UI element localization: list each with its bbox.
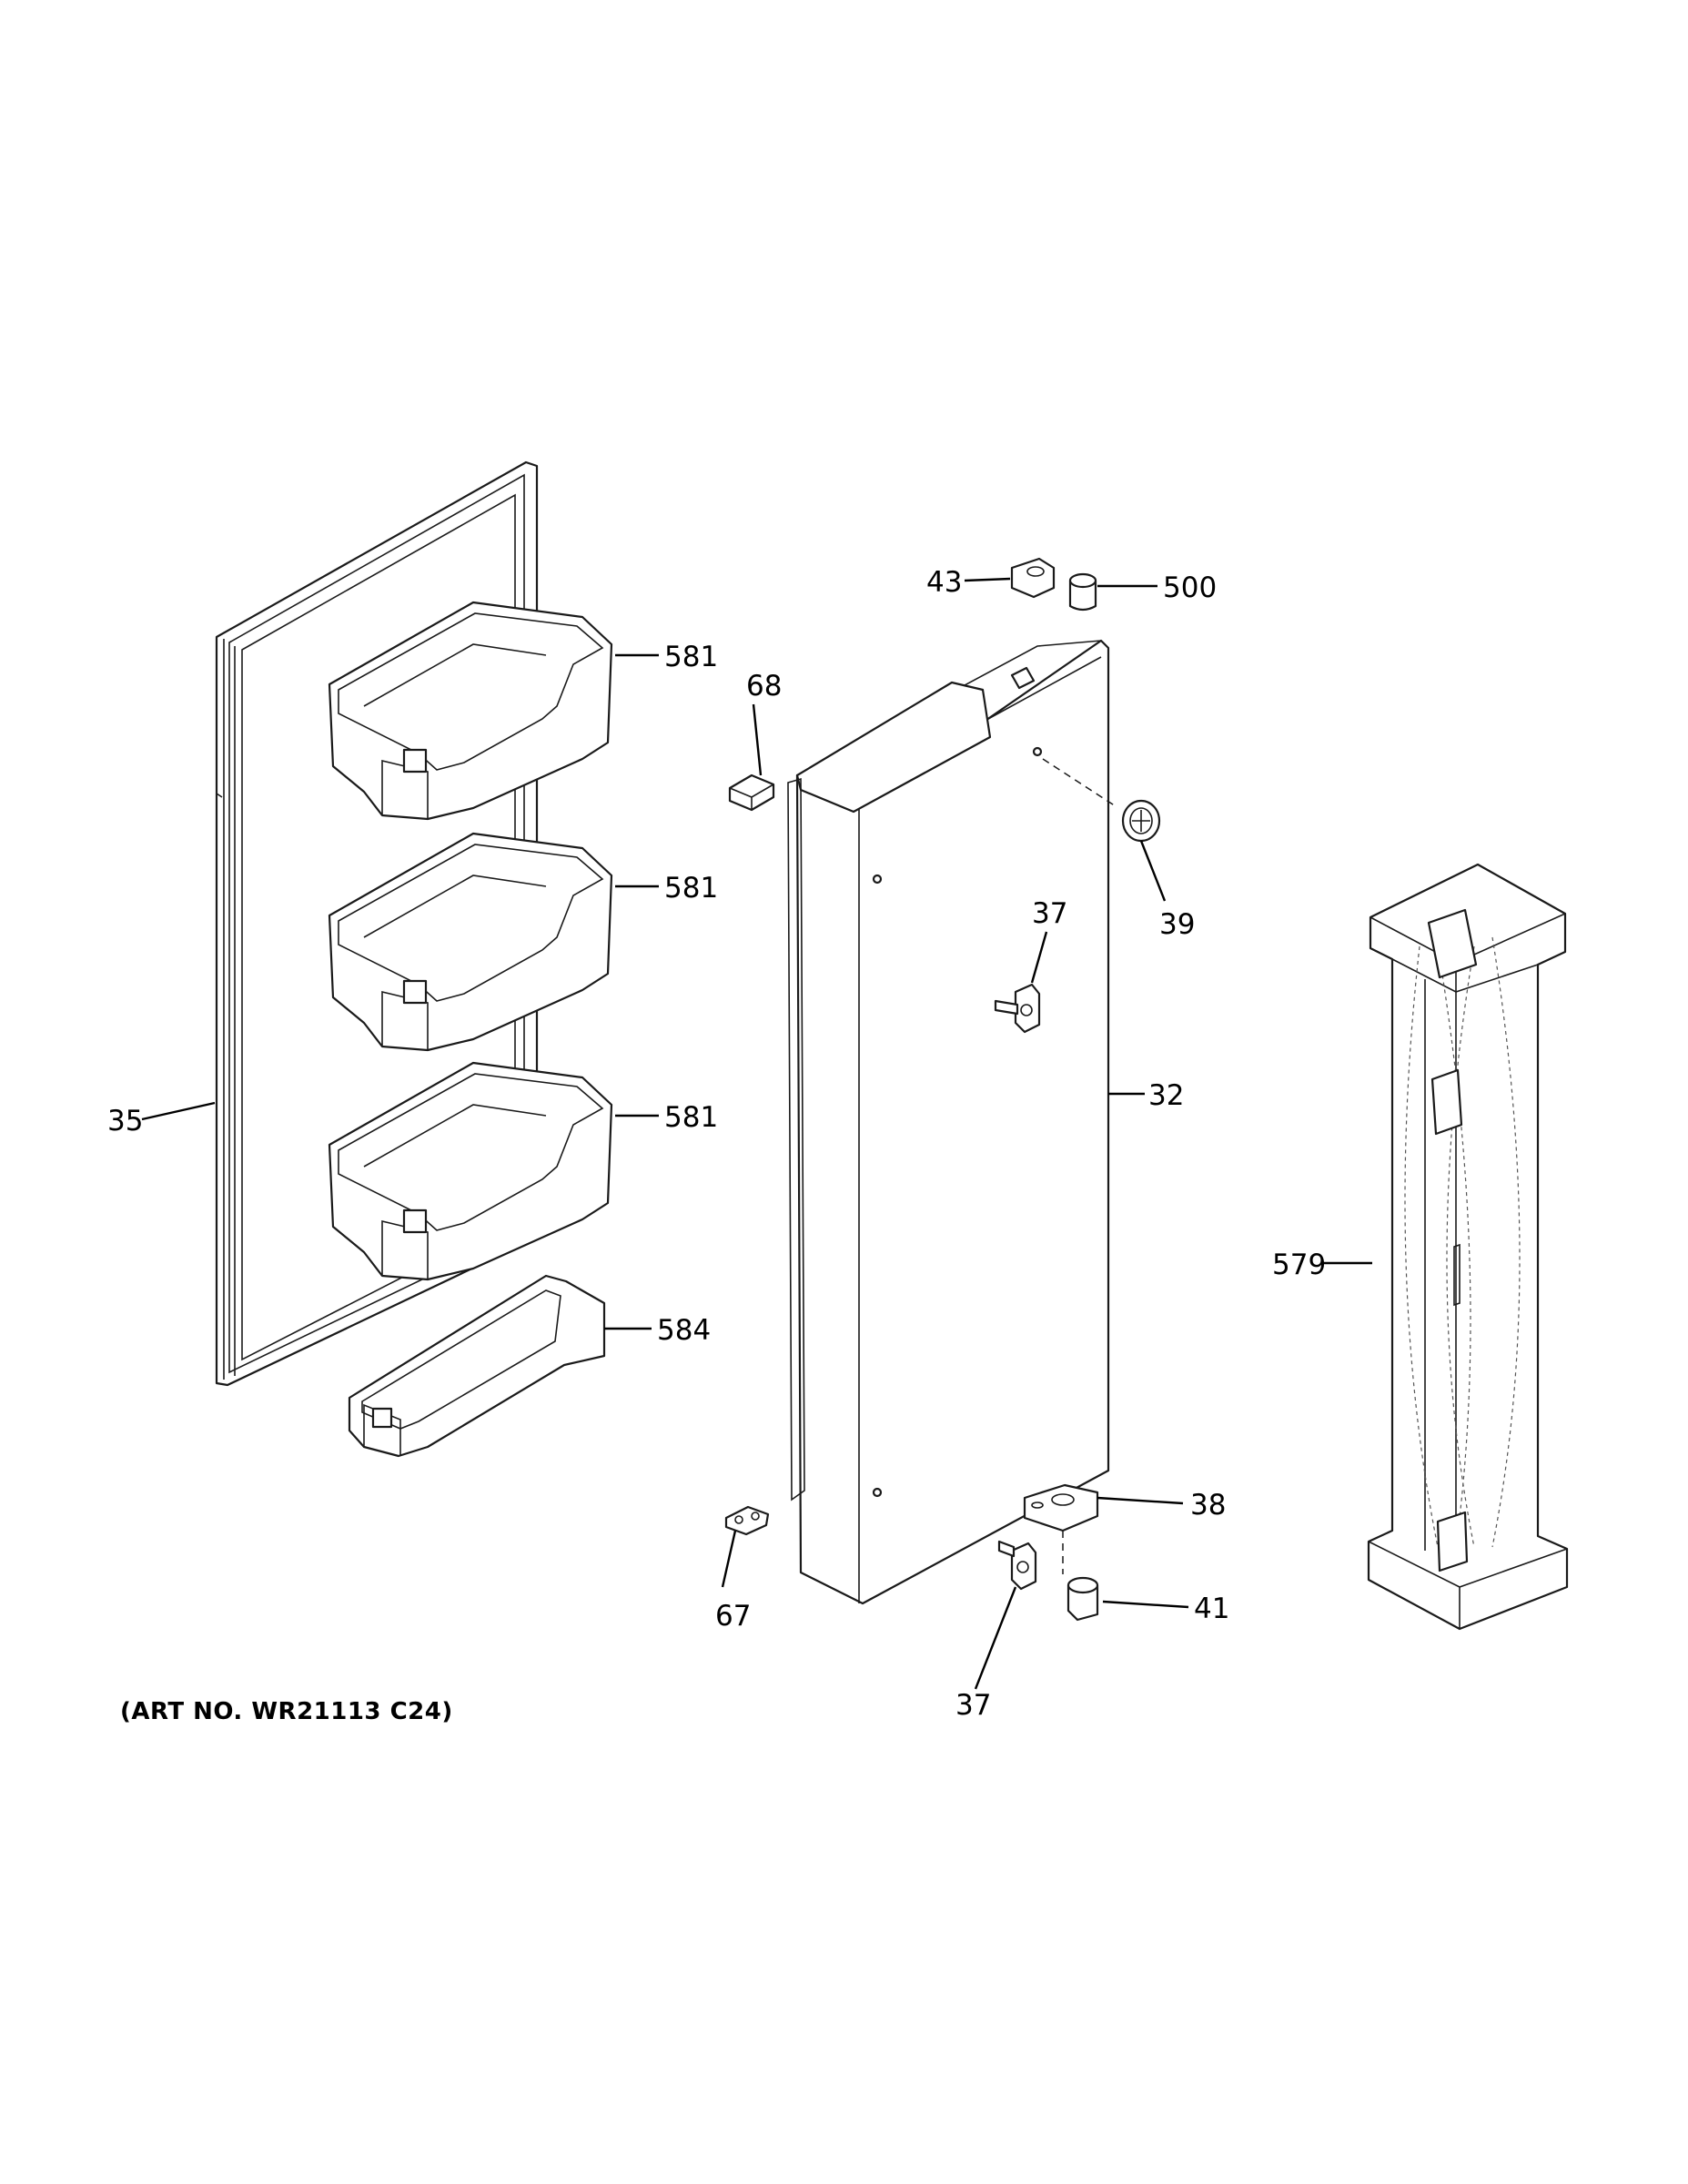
callout-door-channel: 579 (1272, 1249, 1326, 1281)
hinge-bottom (1023, 1483, 1099, 1574)
door-bin-lower (328, 1061, 613, 1281)
hinge-cam-top (1010, 557, 1056, 599)
leader-lines (141, 577, 1372, 1690)
hinge-screw-upper (994, 983, 1041, 1034)
fresh-food-door (787, 639, 1117, 1605)
plug-button (1121, 799, 1161, 843)
door-bin-small (348, 1274, 606, 1458)
callout-door-bin-middle: 581 (664, 872, 718, 905)
callout-bushing-bottom: 41 (1194, 1592, 1229, 1625)
door-stop-upper (728, 774, 775, 812)
callout-plug-button: 39 (1159, 908, 1195, 941)
door-bin-middle (328, 832, 613, 1052)
callout-fresh-food-door: 32 (1148, 1079, 1184, 1112)
callout-door-bin-upper: 581 (664, 641, 718, 673)
bushing-top (1068, 572, 1097, 612)
door-bin-upper (328, 601, 613, 821)
hinge-screw-lower (997, 1540, 1037, 1591)
callout-door-stop-lower: 67 (715, 1600, 751, 1633)
art-number-label: (ART NO. WR21113 C24) (120, 1698, 453, 1725)
callout-door-bin-small: 584 (657, 1314, 711, 1347)
callout-door-bin-lower: 581 (664, 1101, 718, 1134)
bushing-bottom (1066, 1576, 1099, 1622)
callout-hinge-screw-lower: 37 (955, 1689, 991, 1722)
callout-door-stop-upper: 68 (746, 670, 782, 703)
callout-hinge-bottom: 38 (1190, 1489, 1226, 1522)
door-stop-lower (724, 1505, 770, 1536)
callout-door-gasket: 35 (107, 1105, 143, 1138)
callout-hinge-cam-top: 43 (926, 566, 962, 599)
callout-bushing-top: 500 (1163, 571, 1217, 604)
door-channel (1367, 863, 1569, 1631)
callout-labels: 35 581 581 581 584 68 67 43 500 39 37 32… (107, 566, 1326, 1722)
callout-hinge-screw-upper: 37 (1032, 897, 1067, 930)
